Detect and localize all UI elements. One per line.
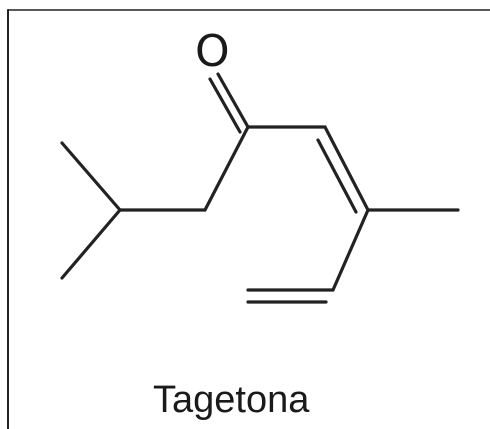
oxygen-atom-label: O (195, 26, 230, 77)
bond-alkene-1 (323, 125, 370, 212)
bond-carbonyl-1 (216, 72, 250, 129)
bond-alkene-to-vinyl (331, 208, 370, 292)
bond-carbonyl-2 (208, 77, 242, 134)
compound-name-caption: Tagetona (153, 379, 310, 421)
bond-alkene-2 (316, 138, 358, 214)
bond-methyl-lower (60, 208, 122, 280)
bond-methyl-upper (60, 141, 122, 212)
bond-ch2-to-carbonyl (203, 125, 250, 212)
